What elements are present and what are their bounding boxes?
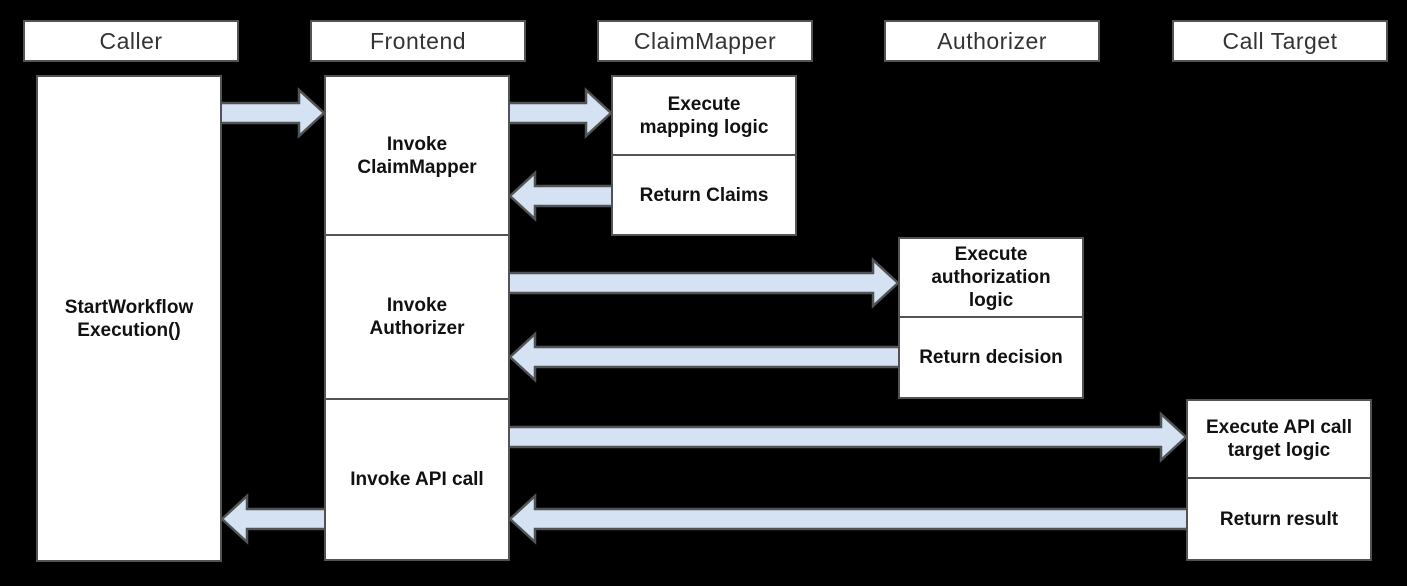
message-arrow-frontend-to-calltarget	[506, 411, 1188, 463]
activation-frontend-invoke-api-call: Invoke API call	[324, 398, 510, 561]
actor-header-frontend: Frontend	[310, 20, 526, 62]
message-arrow-frontend-to-claimmapper	[506, 87, 613, 139]
activation-frontend-invoke-claimmapper: Invoke ClaimMapper	[324, 75, 510, 236]
activation-claimmapper-return-claims: Return Claims	[611, 154, 797, 236]
activation-calltarget-execute-api-call-target-logic: Execute API call target logic	[1186, 399, 1372, 479]
message-arrow-calltarget-to-frontend	[508, 493, 1190, 545]
message-arrow-frontend-to-caller	[220, 493, 328, 545]
message-arrow-authorizer-to-frontend	[508, 331, 902, 383]
activation-authorizer-return-decision: Return decision	[898, 316, 1084, 399]
activation-claimmapper-execute-mapping-logic: Execute mapping logic	[611, 75, 797, 156]
activation-calltarget-return-result: Return result	[1186, 477, 1372, 561]
message-arrow-caller-to-frontend	[218, 87, 326, 139]
activation-authorizer-execute-authorization-logic: Execute authorization logic	[898, 237, 1084, 318]
actor-header-authorizer: Authorizer	[884, 20, 1100, 62]
actor-header-claimmapper: ClaimMapper	[597, 20, 813, 62]
activation-caller-startworkflow-execution: StartWorkflow Execution()	[36, 75, 222, 562]
actor-header-caller: Caller	[23, 20, 239, 62]
activation-frontend-invoke-authorizer: Invoke Authorizer	[324, 234, 510, 400]
actor-header-call-target: Call Target	[1172, 20, 1388, 62]
message-arrow-frontend-to-authorizer	[506, 257, 900, 309]
message-arrow-claimmapper-to-frontend	[508, 170, 615, 222]
